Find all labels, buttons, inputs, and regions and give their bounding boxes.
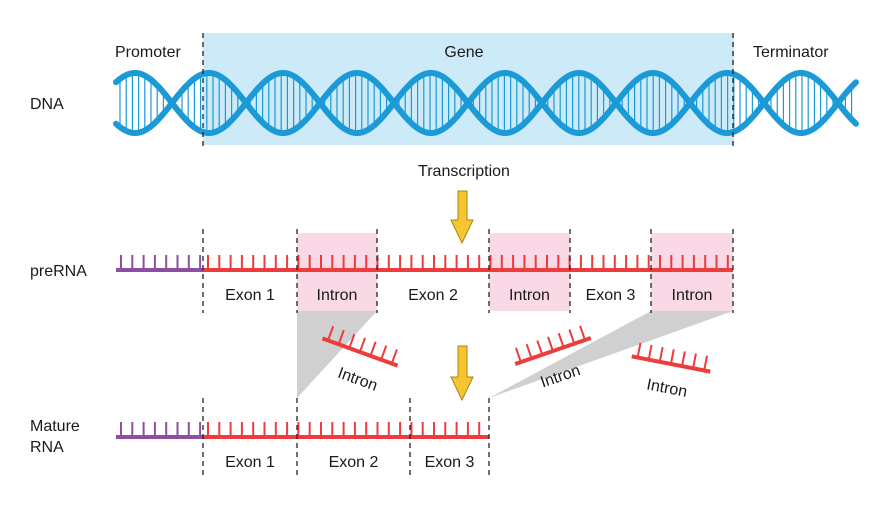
prerna-segment-label: Exon 1	[225, 287, 275, 304]
nucleotide-tick	[369, 341, 377, 357]
gene-region	[203, 33, 734, 145]
nucleotide-tick	[692, 353, 697, 369]
mature-segment-label: Exon 2	[329, 454, 379, 471]
promoter-label: Promoter	[115, 44, 181, 61]
dna-label: DNA	[30, 96, 64, 113]
nucleotide-tick	[681, 351, 686, 367]
nucleotide-tick	[390, 349, 398, 364]
prerna-strand	[116, 255, 733, 272]
prerna-segment-label: Exon 2	[408, 287, 458, 304]
nucleotide-tick	[568, 329, 576, 345]
mature-segment-label: Exon 3	[425, 454, 475, 471]
splice-wedge	[297, 311, 377, 398]
removed-intron-fragment	[321, 325, 399, 368]
mature-label-line1: Mature	[30, 418, 80, 435]
nucleotide-tick	[579, 325, 586, 341]
splice-wedges	[297, 311, 733, 398]
mature-segment-labels: Exon 1 Exon 2 Exon 3	[225, 454, 474, 471]
removed-intron-fragment	[631, 342, 711, 374]
prerna-segment-label: Intron	[672, 287, 713, 304]
nucleotide-tick	[647, 344, 653, 360]
nucleotide-tick	[348, 333, 356, 349]
transcription-arrow	[450, 190, 474, 245]
prerna-segment-label: Intron	[317, 287, 358, 304]
mature-dividers	[202, 398, 490, 478]
gene-label: Gene	[444, 44, 483, 61]
nucleotide-tick	[636, 342, 642, 358]
nucleotide-tick	[337, 329, 345, 345]
mature-segment-label: Exon 1	[225, 454, 275, 471]
removed-intron-label: Intron	[645, 376, 688, 400]
nucleotide-tick	[658, 346, 664, 363]
mature-label-line2: RNA	[30, 439, 64, 456]
nucleotide-tick	[669, 349, 675, 365]
prerna-segment-label: Exon 3	[586, 287, 636, 304]
prerna-segment-label: Intron	[509, 287, 550, 304]
prerna-segment-labels: Exon 1 Intron Exon 2 Intron Exon 3 Intron	[225, 287, 712, 304]
removed-intron-label: Intron	[335, 365, 379, 395]
splice-wedge	[410, 311, 489, 398]
nucleotide-tick	[380, 345, 388, 361]
prerna-label: preRNA	[30, 263, 87, 280]
terminator-label: Terminator	[753, 44, 829, 61]
splicing-arrow	[450, 345, 474, 402]
nucleotide-tick	[515, 347, 522, 363]
nucleotide-tick	[557, 332, 565, 348]
nucleotide-tick	[327, 325, 335, 341]
removed-intron-fragment	[514, 325, 592, 366]
prerna-dividers	[202, 229, 734, 313]
nucleotide-tick	[358, 337, 366, 353]
nucleotide-tick	[525, 343, 533, 359]
nucleotide-tick	[547, 336, 554, 352]
nucleotide-tick	[536, 340, 544, 356]
nucleotide-tick	[703, 355, 709, 371]
splice-wedge	[489, 311, 733, 398]
transcription-label: Transcription	[418, 163, 510, 180]
mature-rna-strand	[116, 422, 489, 439]
